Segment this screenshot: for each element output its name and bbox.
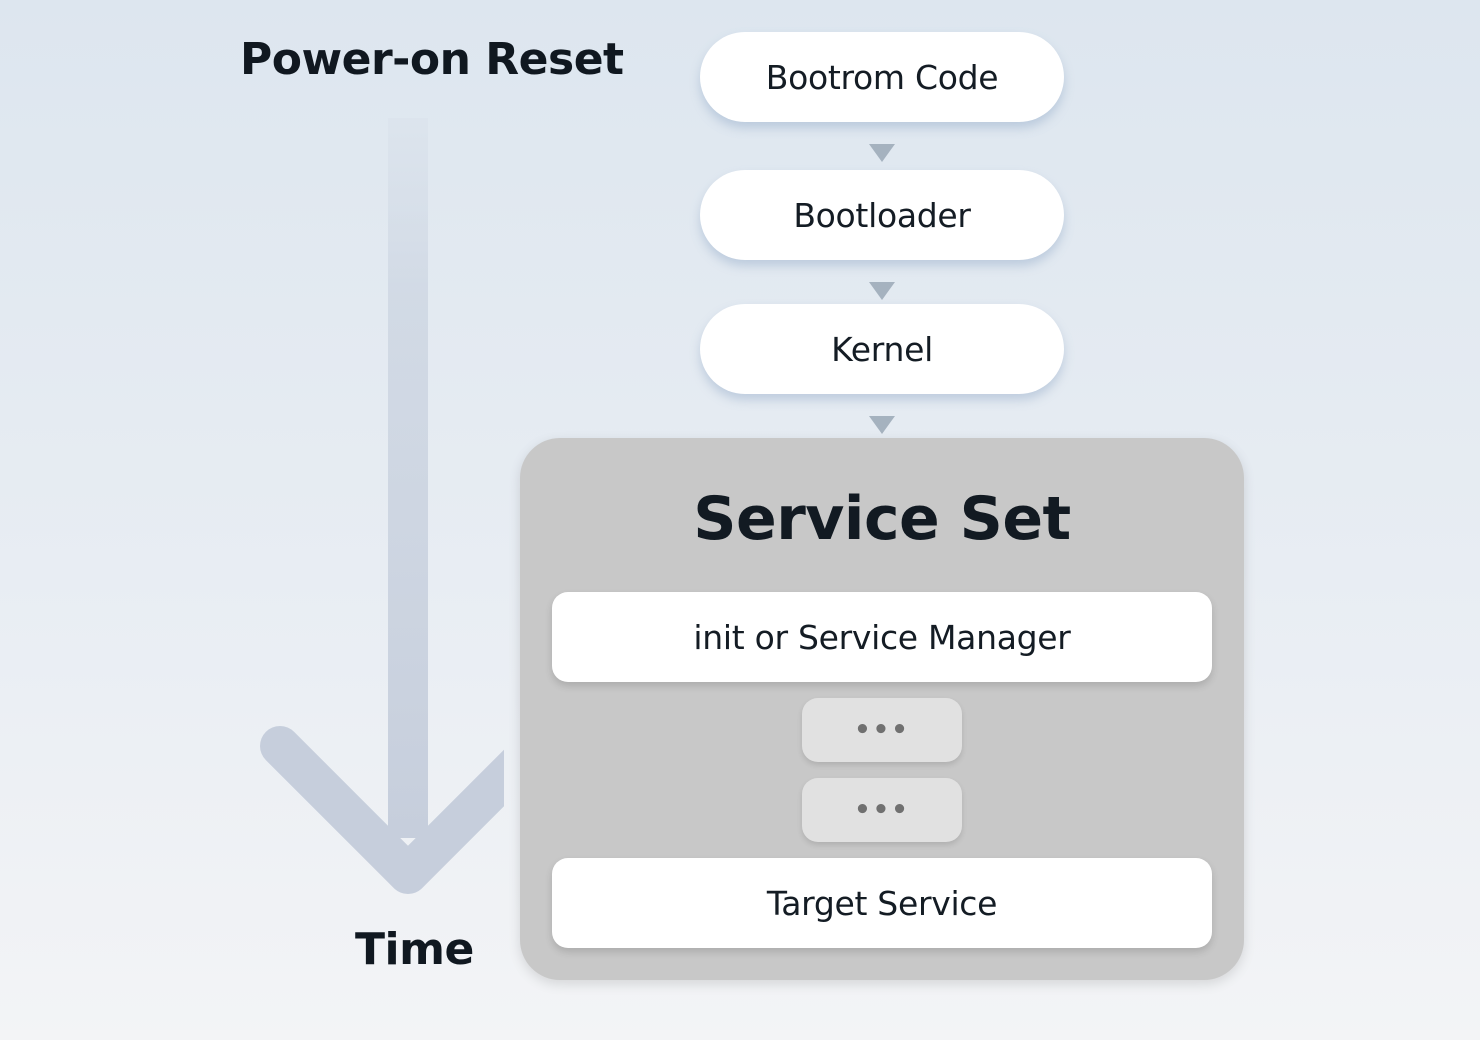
time-arrow-head — [260, 726, 504, 894]
service-set-container: Service Set init or Service Manager ••• … — [520, 438, 1244, 980]
time-arrow-shaft — [388, 118, 428, 838]
time-label: Time — [355, 924, 474, 975]
ellipsis-service: ••• — [802, 778, 962, 842]
init-service-manager: init or Service Manager — [552, 592, 1212, 682]
kernel-stage: Kernel — [700, 304, 1064, 394]
down-triangle-icon — [869, 282, 895, 300]
ellipsis-service: ••• — [802, 698, 962, 762]
service-set-title: Service Set — [693, 484, 1071, 554]
bootrom-code-stage: Bootrom Code — [700, 32, 1064, 122]
down-triangle-icon — [869, 144, 895, 162]
target-service: Target Service — [552, 858, 1212, 948]
down-triangle-icon — [869, 416, 895, 434]
bootloader-stage: Bootloader — [700, 170, 1064, 260]
power-on-reset-label: Power-on Reset — [240, 34, 624, 85]
